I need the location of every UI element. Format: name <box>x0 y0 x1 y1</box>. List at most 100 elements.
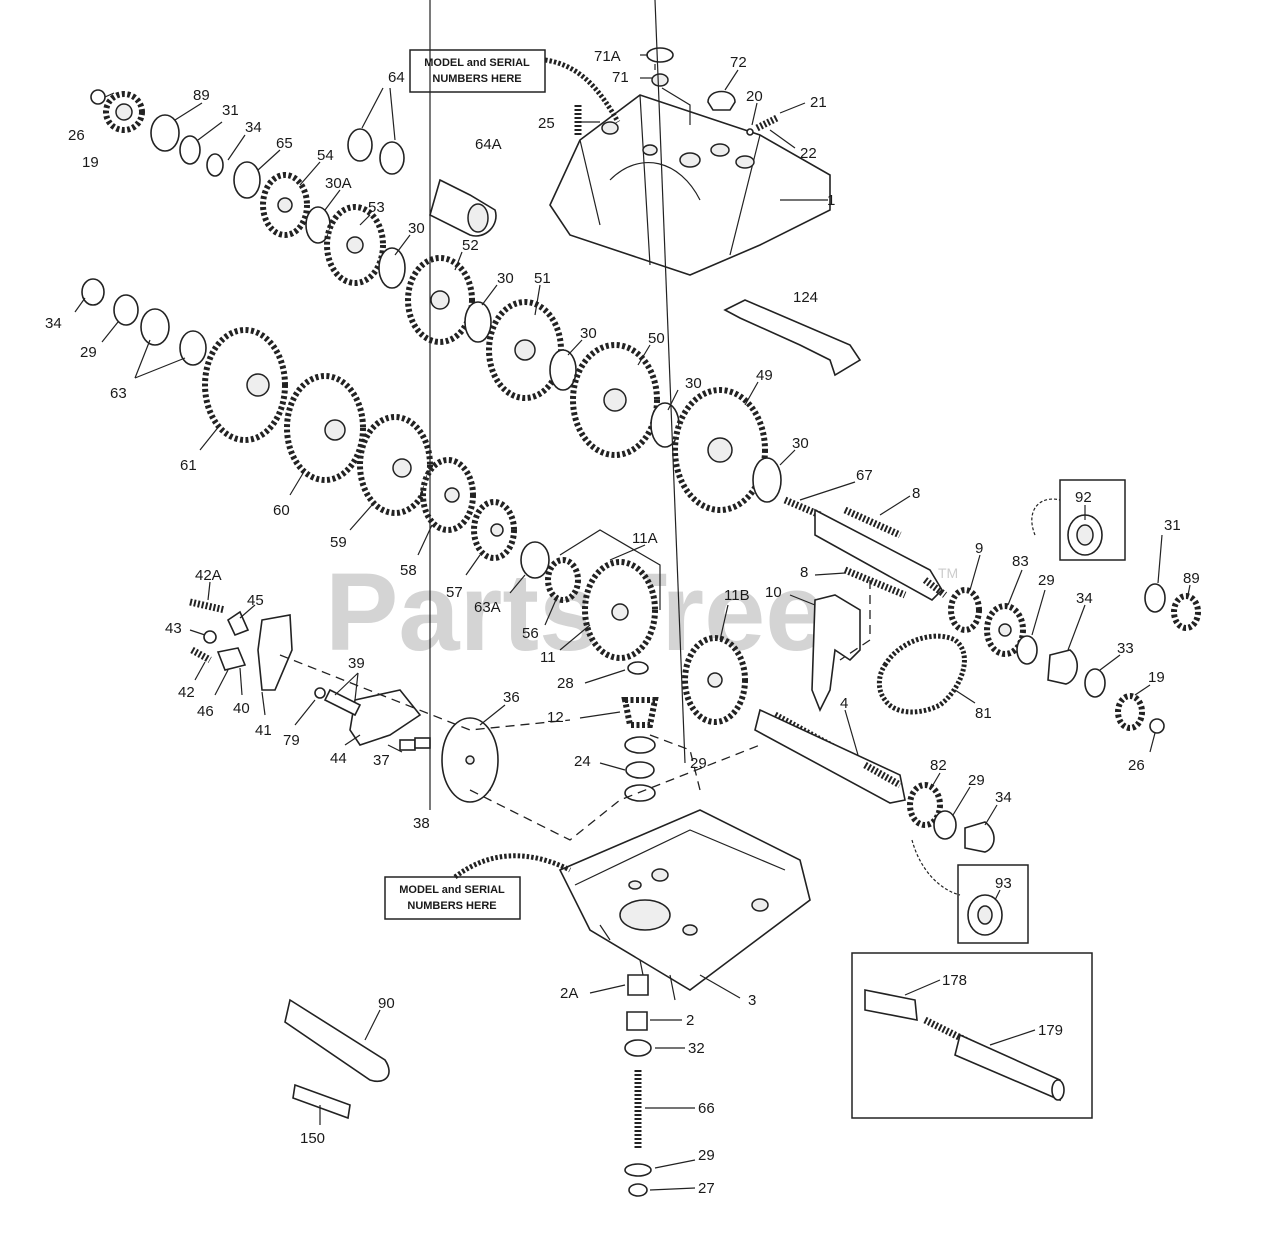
dashed-link-1 <box>279 654 571 731</box>
label-2: 2 <box>686 1012 694 1029</box>
label-21: 21 <box>810 94 827 111</box>
label-50: 50 <box>648 330 665 347</box>
parts-178-179-box <box>851 952 1093 1119</box>
label-58: 58 <box>400 562 417 579</box>
label-72: 72 <box>730 54 747 71</box>
label-64a: 64A <box>475 136 502 153</box>
part-33-washer <box>1084 668 1106 698</box>
part-31-washer <box>1144 583 1166 613</box>
watermark-trademark: TM <box>938 565 958 581</box>
label-40: 40 <box>233 700 250 717</box>
part-29-washer-c <box>624 736 656 754</box>
part-24-washer <box>625 761 655 779</box>
label-179: 179 <box>1038 1022 1063 1039</box>
label-41: 41 <box>255 722 272 739</box>
label-71: 71 <box>612 69 629 86</box>
label-54: 54 <box>317 147 334 164</box>
label-64: 64 <box>388 69 405 86</box>
label-8-mid: 8 <box>800 564 808 581</box>
label-30-1: 30 <box>408 220 425 237</box>
label-34-top: 34 <box>245 119 262 136</box>
part-19-sprocket <box>1115 693 1145 731</box>
part-9-collar <box>948 587 982 633</box>
label-65: 65 <box>276 135 293 152</box>
label-30-2: 30 <box>497 270 514 287</box>
label-9: 9 <box>975 540 983 557</box>
label-24: 24 <box>574 753 591 770</box>
label-1: 1 <box>827 192 835 209</box>
label-66: 66 <box>698 1100 715 1117</box>
part-90-sealant-tube <box>284 998 390 1082</box>
part-89-bearing <box>1171 593 1201 631</box>
label-8-top: 8 <box>912 485 920 502</box>
leader-lines <box>74 0 1191 1191</box>
label-49: 49 <box>756 367 773 384</box>
part-67-shaft <box>783 496 948 601</box>
label-60: 60 <box>273 502 290 519</box>
svg-text:MODEL and SERIAL: MODEL and SERIAL <box>424 57 530 69</box>
label-22: 22 <box>800 145 817 162</box>
part-81-chain <box>876 633 967 715</box>
label-29-left: 29 <box>80 344 97 361</box>
label-81: 81 <box>975 705 992 722</box>
part-150-grease-tube <box>292 1083 351 1120</box>
label-26-top: 26 <box>68 127 85 144</box>
label-42: 42 <box>178 684 195 701</box>
label-61: 61 <box>180 457 197 474</box>
label-56: 56 <box>522 625 539 642</box>
label-79: 79 <box>283 732 300 749</box>
label-36: 36 <box>503 689 520 706</box>
label-26-right: 26 <box>1128 757 1145 774</box>
part-12-pinion <box>621 697 659 728</box>
label-25: 25 <box>538 115 555 132</box>
part-34-bushing <box>1047 649 1078 685</box>
label-3: 3 <box>748 992 756 1009</box>
label-44: 44 <box>330 750 347 767</box>
label-52: 52 <box>462 237 479 254</box>
part-4-shaft <box>754 708 906 804</box>
label-31-right: 31 <box>1164 517 1181 534</box>
part-21-screw <box>755 114 779 132</box>
label-92: 92 <box>1075 489 1092 506</box>
part-93-box <box>911 839 1029 944</box>
part-number-labels: 71A 71 72 20 21 22 25 1 124 26 19 89 31 … <box>45 48 1200 1197</box>
label-93: 93 <box>995 875 1012 892</box>
part-64-bearing-a <box>347 128 373 162</box>
label-29-center: 29 <box>690 755 707 772</box>
label-38: 38 <box>413 815 430 832</box>
label-33: 33 <box>1117 640 1134 657</box>
label-10: 10 <box>765 584 782 601</box>
part-10-shift-fork <box>811 594 861 712</box>
part-82-sprocket <box>907 782 943 828</box>
part-92-box <box>1031 479 1126 561</box>
part-71a-seal <box>646 47 674 63</box>
label-39: 39 <box>348 655 365 672</box>
part-64-bearing-b <box>379 141 405 175</box>
label-30a: 30A <box>325 175 352 192</box>
part-71-plug <box>651 73 669 87</box>
part-28-washer <box>627 661 649 675</box>
part-26-clip <box>1149 718 1165 734</box>
part-29-washer <box>1016 635 1038 665</box>
label-57: 57 <box>446 584 463 601</box>
label-30-4: 30 <box>685 375 702 392</box>
label-29-right: 29 <box>1038 572 1055 589</box>
label-11: 11 <box>540 649 556 666</box>
label-28: 28 <box>557 675 574 692</box>
label-27: 27 <box>698 1180 715 1197</box>
label-63a: 63A <box>474 599 501 616</box>
label-83: 83 <box>1012 553 1029 570</box>
label-29-lower: 29 <box>968 772 985 789</box>
label-59: 59 <box>330 534 347 551</box>
part-124-bracket <box>723 299 862 377</box>
part-8-key-b <box>843 566 907 599</box>
label-45: 45 <box>247 592 264 609</box>
transmission-lower-housing <box>558 809 811 1001</box>
label-150: 150 <box>300 1130 325 1147</box>
label-71a: 71A <box>594 48 621 65</box>
upper-gear-stack <box>90 89 782 513</box>
label-4: 4 <box>840 695 848 712</box>
label-29-bottom: 29 <box>698 1147 715 1164</box>
label-89-right: 89 <box>1183 570 1200 587</box>
label-11b: 11B <box>724 587 750 604</box>
